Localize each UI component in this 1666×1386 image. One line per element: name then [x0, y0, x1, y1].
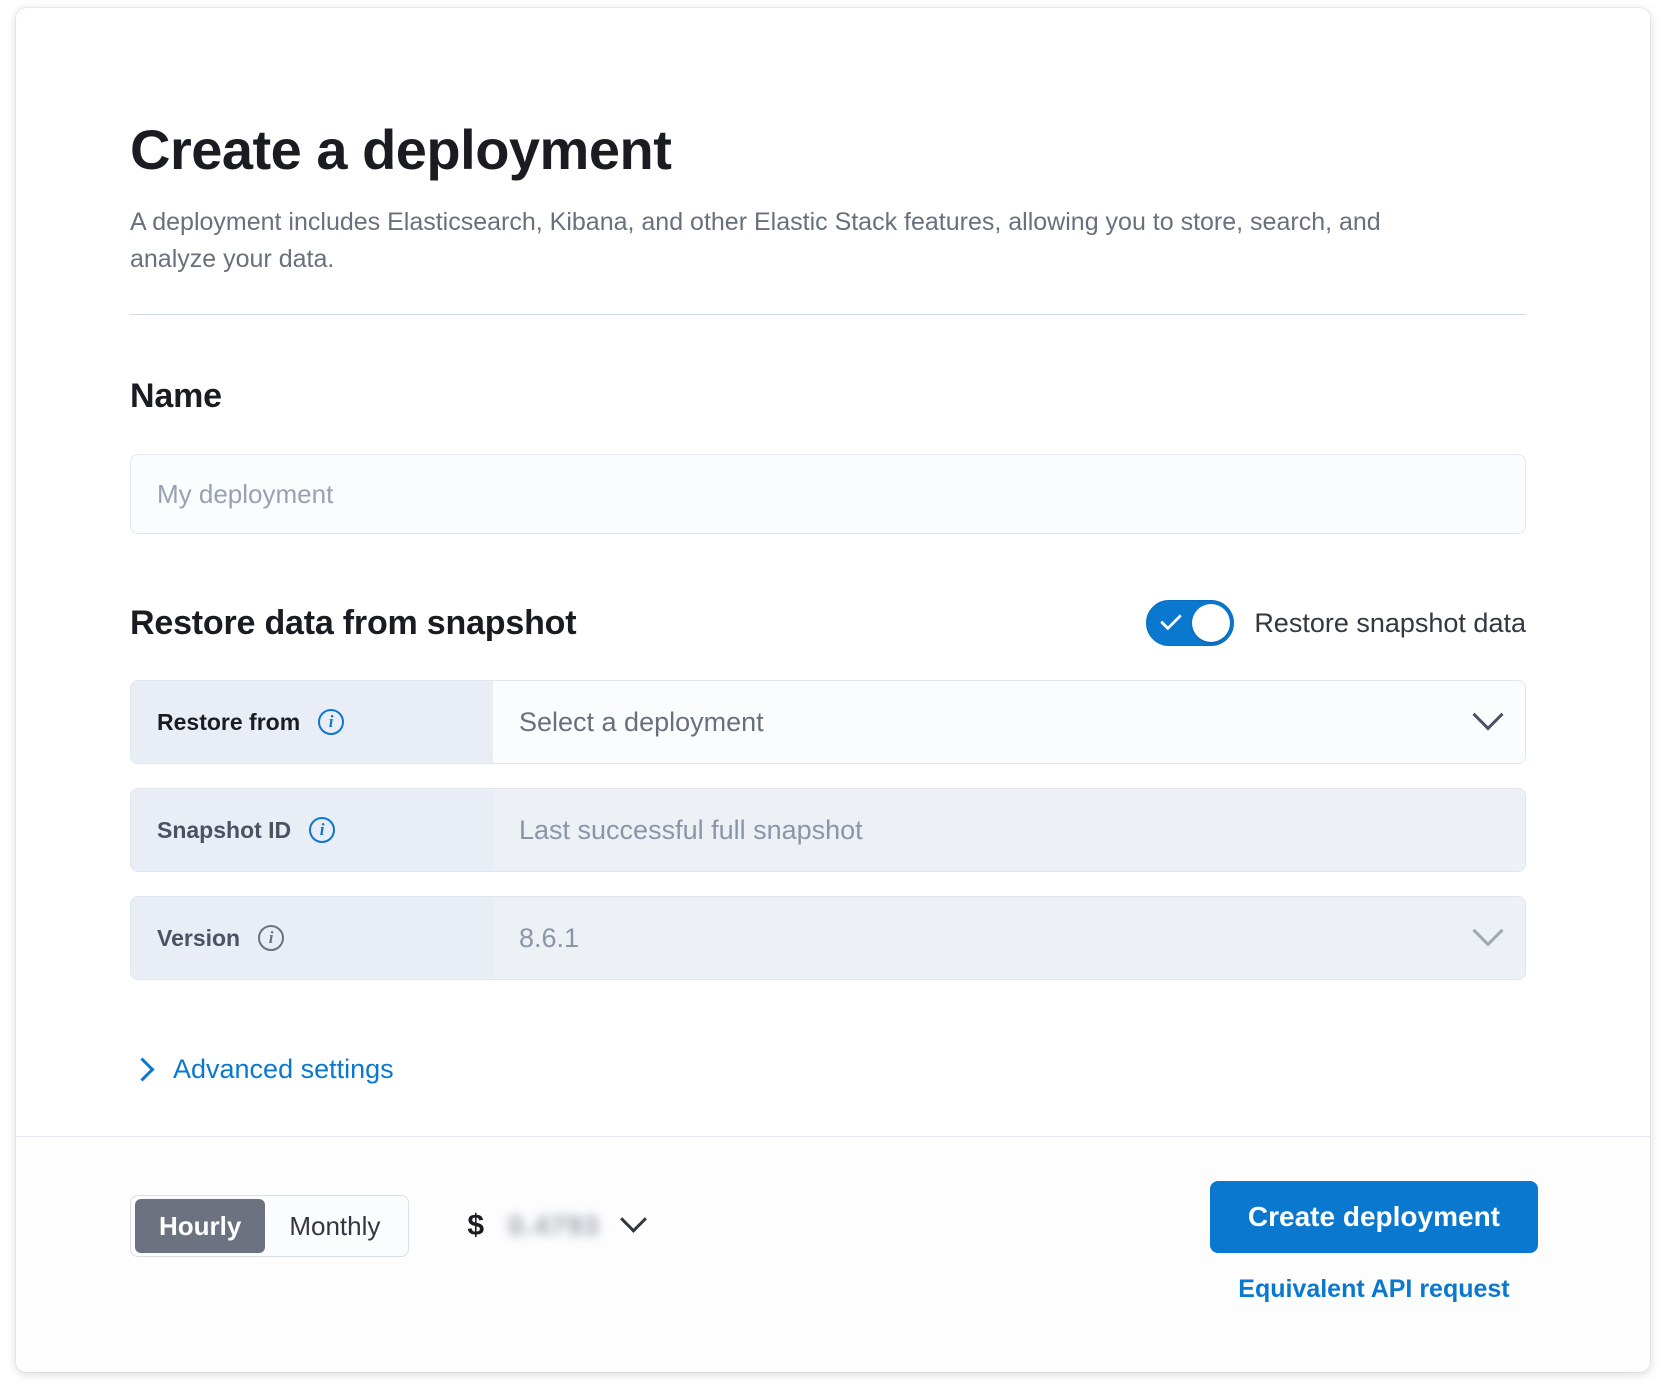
- page-subtitle: A deployment includes Elasticsearch, Kib…: [130, 208, 1381, 274]
- restore-toggle-label: Restore snapshot data: [1254, 607, 1526, 638]
- card-body: Create a deployment A deployment include…: [16, 8, 1650, 1136]
- snapshot-id-row: Snapshot ID i Last successful full snaps…: [130, 788, 1526, 873]
- restore-from-value: Select a deployment: [519, 706, 764, 737]
- header-divider: [130, 314, 1526, 316]
- restore-from-label-cell: Restore from i: [131, 681, 493, 764]
- toggle-knob: [1192, 604, 1231, 643]
- chevron-down-icon: [1472, 699, 1504, 731]
- billing-option-hourly[interactable]: Hourly: [135, 1199, 266, 1253]
- restore-toggle-group[interactable]: Restore snapshot data: [1146, 600, 1526, 647]
- price-summary[interactable]: $ 0.4793: [467, 1205, 647, 1243]
- name-section: Name: [130, 377, 1526, 535]
- advanced-settings-toggle[interactable]: Advanced settings: [130, 1054, 394, 1085]
- version-value: 8.6.1: [519, 922, 580, 953]
- restore-from-select[interactable]: Select a deployment: [493, 681, 1525, 764]
- footer-bar: Hourly Monthly $ 0.4793 Create deploymen…: [16, 1136, 1650, 1372]
- price-value: 0.4793: [508, 1210, 600, 1241]
- page-title: Create a deployment: [130, 118, 672, 181]
- content-column: Create a deployment A deployment include…: [130, 118, 1526, 1085]
- billing-option-monthly[interactable]: Monthly: [289, 1210, 381, 1241]
- chevron-right-icon: [130, 1057, 155, 1082]
- restore-from-row: Restore from i Select a deployment: [130, 680, 1526, 765]
- version-label: Version: [157, 924, 241, 951]
- price-currency: $: [467, 1209, 485, 1242]
- chevron-down-icon: [1472, 915, 1504, 947]
- restore-form-rows: Restore from i Select a deployment Snaps…: [130, 680, 1526, 981]
- version-row: Version i 8.6.1: [130, 896, 1526, 981]
- footer-left-group: Hourly Monthly $ 0.4793: [130, 1195, 647, 1257]
- info-icon[interactable]: i: [258, 925, 285, 952]
- restore-from-label: Restore from: [157, 708, 301, 735]
- chevron-down-icon[interactable]: [619, 1205, 647, 1233]
- equivalent-api-request-link[interactable]: Equivalent API request: [1238, 1275, 1510, 1303]
- deployment-name-input[interactable]: [130, 454, 1526, 535]
- info-icon[interactable]: i: [318, 709, 345, 736]
- advanced-settings-label: Advanced settings: [173, 1054, 394, 1085]
- footer-right-group: Create deployment Equivalent API request: [1209, 1181, 1538, 1304]
- name-heading: Name: [130, 377, 222, 416]
- version-select[interactable]: 8.6.1: [493, 897, 1525, 980]
- snapshot-id-label: Snapshot ID: [157, 816, 292, 843]
- snapshot-id-input[interactable]: Last successful full snapshot: [493, 789, 1525, 872]
- snapshot-id-label-cell: Snapshot ID i: [131, 789, 493, 872]
- info-icon[interactable]: i: [309, 817, 336, 844]
- snapshot-id-value: Last successful full snapshot: [519, 814, 863, 845]
- check-icon: [1160, 609, 1183, 631]
- restore-section-header: Restore data from snapshot Restore snaps…: [130, 600, 1526, 647]
- restore-heading: Restore data from snapshot: [130, 603, 577, 642]
- create-deployment-button[interactable]: Create deployment: [1209, 1181, 1538, 1253]
- create-deployment-card: Create a deployment A deployment include…: [16, 8, 1650, 1372]
- billing-period-segmented-control[interactable]: Hourly Monthly: [130, 1195, 410, 1257]
- restore-snapshot-toggle[interactable]: [1146, 600, 1235, 647]
- version-label-cell: Version i: [131, 897, 493, 980]
